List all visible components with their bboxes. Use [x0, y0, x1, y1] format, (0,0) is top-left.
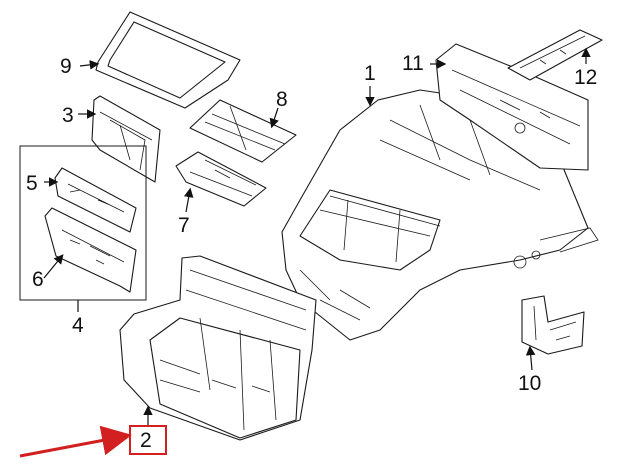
callout-12: 12: [574, 66, 597, 89]
part-2-front-carrier: [119, 255, 317, 441]
leader-9: [79, 60, 100, 70]
callout-11: 11: [402, 52, 424, 75]
highlight-box: [129, 425, 167, 455]
callout-5: 5: [26, 172, 38, 195]
part-8-plate: [189, 99, 297, 163]
callout-10: 10: [518, 372, 541, 395]
part-1-front-structure: [281, 89, 599, 341]
callout-1: 1: [364, 62, 376, 85]
callout-7: 7: [178, 214, 190, 237]
leader-6: [43, 254, 64, 279]
part-11-cowl-panel: [435, 43, 589, 171]
callout-9: 9: [60, 55, 72, 78]
highlight-arrow: [19, 425, 132, 458]
leader-10: [525, 345, 536, 371]
callout-8: 8: [276, 88, 288, 111]
callout-3: 3: [62, 104, 74, 127]
part-7-plate: [175, 151, 267, 207]
part-12-bracket: [507, 29, 603, 81]
callout-2: 2: [140, 429, 152, 452]
leader-8: [269, 107, 279, 129]
callout-4: 4: [72, 314, 84, 337]
leader-7: [183, 187, 194, 213]
part-5-panel: [54, 167, 137, 233]
part-3-bracket-panel: [91, 95, 161, 183]
part-9-window-frame: [95, 11, 241, 109]
part-10-bracket: [521, 295, 585, 355]
group-box-5-6: [19, 145, 147, 301]
callout-6: 6: [32, 268, 44, 291]
